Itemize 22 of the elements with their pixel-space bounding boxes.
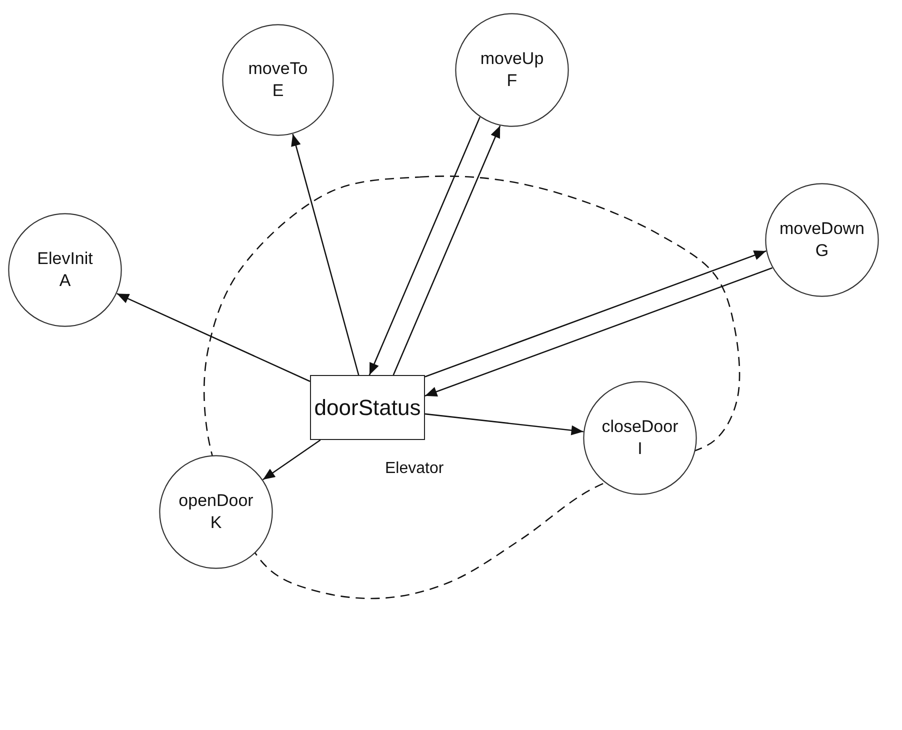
arrow [262,439,321,480]
process-box: doorStatus [310,375,425,440]
boundary-label: Elevator [385,460,444,478]
process-name: moveDown [779,218,865,240]
arrow [368,116,480,376]
process-letter: F [506,70,518,92]
process-letter: G [815,240,829,262]
arrow [291,134,360,376]
arrow [424,267,773,397]
arrow [116,293,310,382]
arrow [424,413,584,436]
process-name: closeDoor [602,416,678,438]
process-name: moveTo [248,58,308,80]
arrow [424,250,766,378]
process-letter: K [210,512,222,534]
process-letter: A [59,270,71,292]
process-name: openDoor [178,490,254,512]
process-letter: I [638,438,642,460]
process-letter: E [272,80,284,102]
arrow [392,125,501,376]
process-name: ElevInit [37,248,93,270]
process-name: moveUp [480,48,544,70]
